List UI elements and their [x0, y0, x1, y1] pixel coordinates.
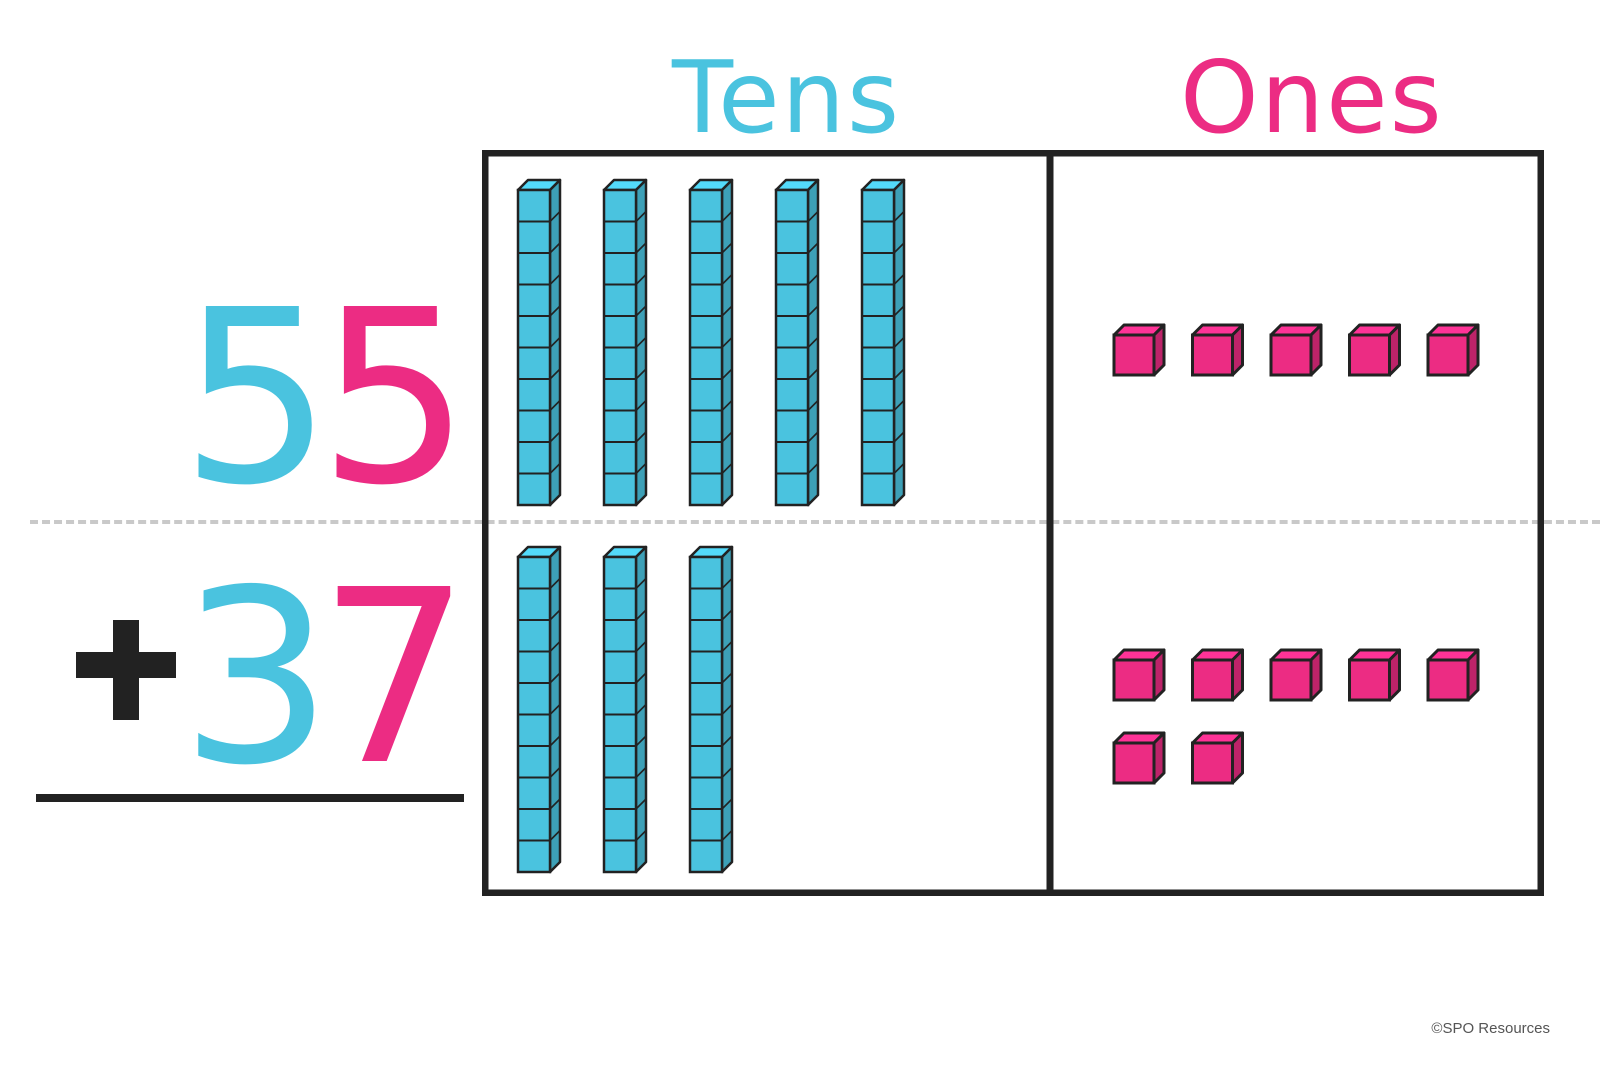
tens-rod [774, 178, 820, 507]
tens-header: Tens [672, 39, 902, 156]
chart-frame [482, 150, 1544, 896]
sum-line [36, 794, 464, 802]
addend-2-ones-digit: 7 [318, 538, 471, 818]
ones-cube [1191, 731, 1244, 785]
tens-rod [688, 545, 734, 874]
plus-sign-icon [76, 620, 176, 720]
ones-column [1112, 323, 1480, 785]
addend-1-ones-digit: 5 [318, 258, 471, 538]
tens-rod [602, 545, 648, 874]
copyright-text: ©SPO Resources [1431, 1020, 1550, 1037]
ones-cube [1191, 323, 1244, 377]
ones-cube [1269, 648, 1323, 702]
ones-cube [1348, 648, 1401, 702]
ones-cube [1112, 648, 1166, 702]
place-value-chart [482, 150, 1544, 896]
tens-column [516, 178, 906, 874]
ones-cube [1269, 323, 1323, 377]
ones-cube [1426, 323, 1480, 377]
ones-cube [1112, 731, 1166, 785]
addend-2-tens-digit: 3 [180, 538, 333, 818]
tens-rod [860, 178, 906, 507]
ones-cube [1348, 323, 1401, 377]
tens-rod [602, 178, 648, 507]
ones-header: Ones [1180, 39, 1444, 156]
tens-rod [516, 545, 562, 874]
row-divider [30, 520, 1600, 524]
ones-cube [1191, 648, 1244, 702]
addend-1-tens-digit: 5 [180, 258, 333, 538]
ones-cube [1426, 648, 1480, 702]
tens-rod [688, 178, 734, 507]
ones-cube [1112, 323, 1166, 377]
tens-rod [516, 178, 562, 507]
